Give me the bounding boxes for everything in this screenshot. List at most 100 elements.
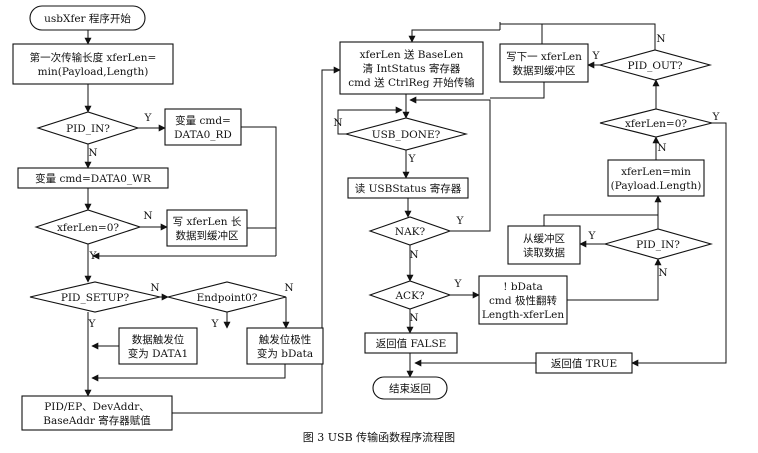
decision-diamond (597, 49, 713, 81)
node-xferlen-min: xferLen=min(Payload.Length) (607, 159, 705, 197)
decision-diamond (167, 281, 287, 313)
flow-arrow-e33 (631, 122, 727, 367)
node-text: 读取数据 (523, 246, 565, 259)
node-text: BaseAddr 寄存器赋值 (43, 414, 151, 427)
decision-diamond (36, 111, 140, 145)
node-text: 数据触发位 (132, 333, 185, 346)
node-text: 数据到缓冲区 (513, 64, 576, 77)
process-box (166, 209, 248, 247)
branch-label-ack-n: N (409, 312, 418, 324)
branch-label-nak-y: Y (456, 215, 465, 227)
node-text: 触发位极性 (259, 333, 312, 346)
flow-arrow-e39 (408, 29, 500, 43)
node-read-status: 读 USBStatus 寄存器 (347, 177, 469, 199)
node-text: Endpoint0? (197, 292, 258, 304)
flow-arrow-e19 (337, 106, 403, 135)
node-text: 返回值 FALSE (376, 337, 447, 350)
node-text: 变为 DATA1 (128, 347, 188, 360)
branch-label-usb-done-y: Y (408, 153, 417, 165)
terminal-box (29, 5, 146, 31)
node-text: 结束返回 (389, 382, 431, 395)
branch-label-pid-setup-n: N (150, 282, 159, 294)
flow-arrow-e29 (543, 195, 662, 226)
branch-label-endpoint0-y: Y (211, 318, 220, 330)
node-start: usbXfer 程序开始 (29, 5, 146, 31)
figure-caption: 图 3 USB 传输函数程序流程图 (303, 430, 455, 444)
branch-label-pid-in-1-y: Y (144, 112, 153, 124)
node-text: 从缓冲区 (523, 232, 565, 245)
process-box (347, 177, 469, 199)
flow-arrow-e16 (91, 364, 286, 382)
flow-arrow-e37 (499, 22, 544, 25)
decision-diamond (34, 209, 142, 245)
node-text: xferLen=0? (625, 118, 687, 130)
process-box (478, 275, 568, 325)
process-box (607, 159, 705, 197)
node-return-false: 返回值 FALSE (364, 332, 458, 354)
node-pid-in-1: PID_IN? (36, 111, 140, 145)
node-pid-setup: PID_SETUP? (29, 281, 161, 313)
branch-label-pid-in-1-n: N (88, 147, 97, 159)
node-text: PID_SETUP? (61, 292, 130, 304)
process-box (246, 327, 324, 365)
terminal-box (372, 376, 448, 400)
process-box (499, 43, 589, 83)
node-text: ACK? (394, 290, 424, 302)
node-xferlen-zero-1: xferLen=0? (34, 209, 142, 245)
node-nak: NAK? (368, 216, 452, 246)
node-endpoint0: Endpoint0? (167, 281, 287, 313)
flow-arrow-e5 (241, 126, 277, 256)
node-text: PID/EP、DevAddr、 (44, 401, 150, 413)
branch-label-xferlen-zero-1-n: N (143, 210, 152, 222)
decision-diamond (599, 108, 713, 138)
process-box (17, 167, 169, 189)
node-text: 第一次传输长度 xferLen= (30, 51, 157, 64)
process-box (164, 108, 242, 146)
node-text: Length-xferLen (482, 309, 564, 321)
node-text: usbXfer 程序开始 (44, 12, 131, 25)
node-pid-out: PID_OUT? (597, 49, 713, 81)
node-text: 读 USBStatus 寄存器 (355, 182, 462, 195)
flow-arrow-e17 (172, 66, 341, 414)
branch-label-endpoint0-n: N (284, 282, 293, 294)
node-text: 返回值 TRUE (551, 357, 617, 370)
node-first-len: 第一次传输长度 xferLen= min(Payload,Length) (12, 43, 174, 85)
node-text: cmd 极性翻转 (489, 294, 557, 307)
branch-label-pid-in-2-n: N (658, 267, 667, 279)
node-text: 写下一 xferLen (506, 51, 582, 63)
node-text: NAK? (395, 226, 426, 238)
node-text: DATA0_RD (174, 129, 232, 141)
decision-diamond (368, 216, 452, 246)
branch-label-pid-out-y: Y (592, 50, 601, 62)
process-box (118, 327, 198, 365)
process-box (535, 352, 633, 374)
node-text: xferLen 送 BaseLen (360, 48, 464, 61)
node-usb-done: USB_DONE? (343, 117, 469, 151)
node-return-true: 返回值 TRUE (535, 352, 633, 374)
branch-label-xferlen-zero-2-n: N (657, 142, 666, 154)
branch-label-pid-in-2-y: Y (588, 230, 597, 242)
node-cmd-wr: 变量 cmd=DATA0_WR (17, 167, 169, 189)
branch-label-usb-done-n: N (333, 117, 342, 129)
node-ack: ACK? (368, 280, 452, 310)
node-text: PID_OUT? (628, 60, 683, 72)
flow-arrow-e27 (567, 258, 662, 301)
flow-arrow-e22 (409, 96, 491, 232)
decision-diamond (602, 228, 714, 260)
branch-label-nak-n: N (409, 249, 418, 261)
node-text: PID_IN? (66, 123, 110, 135)
node-text: 清 IntStatus 寄存器 (363, 62, 461, 75)
node-text: 变量 cmd= (175, 114, 231, 127)
process-box (12, 43, 174, 85)
node-text: cmd 送 CtrlReg 开始传输 (348, 76, 475, 89)
node-pid-in-2: PID_IN? (602, 228, 714, 260)
node-text: 变量 cmd=DATA0_WR (35, 172, 152, 185)
node-text: min(Payload,Length) (38, 66, 149, 78)
branch-label-xferlen-zero-2-y: Y (712, 111, 721, 123)
node-assign-regs: PID/EP、DevAddr、BaseAddr 寄存器赋值 (21, 395, 173, 431)
